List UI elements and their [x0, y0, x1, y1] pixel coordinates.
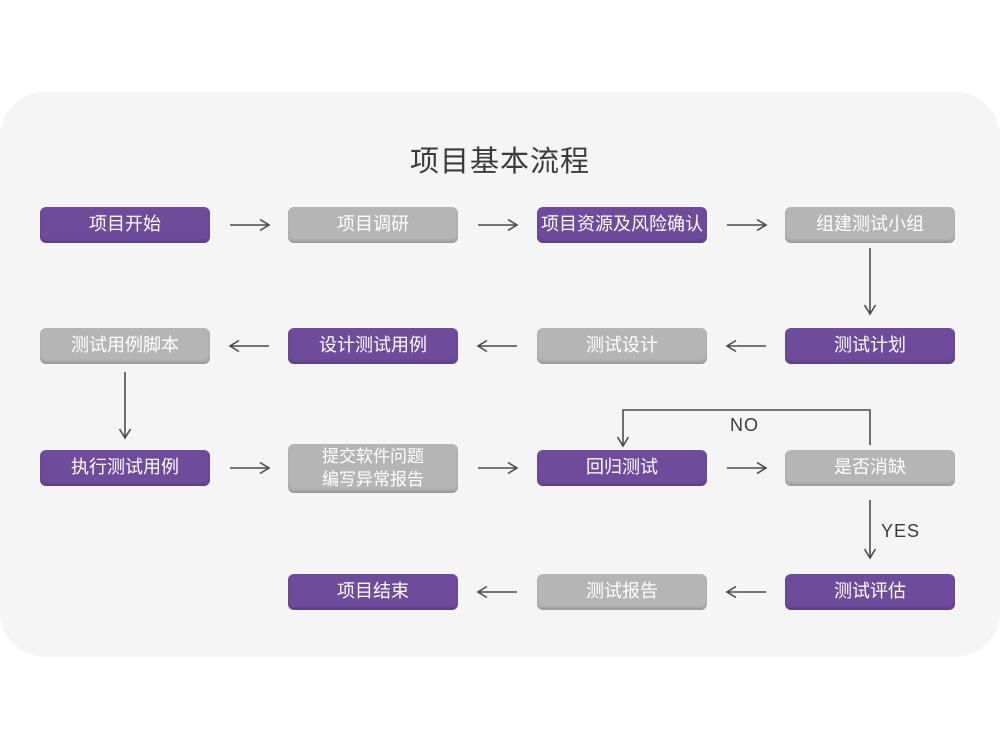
node-execute-test-cases-label: 执行测试用例 — [71, 457, 179, 478]
node-design-test-cases: 设计测试用例 — [288, 328, 458, 364]
node-design-test-cases-label: 设计测试用例 — [319, 335, 427, 356]
node-test-design-label: 测试设计 — [586, 335, 658, 356]
yes-branch-label: YES — [881, 521, 921, 541]
flowchart-card-background — [0, 92, 1000, 657]
node-test-plan-label: 测试计划 — [834, 335, 906, 356]
node-build-test-team: 组建测试小组 — [785, 207, 955, 243]
node-regression-test: 回归测试 — [537, 450, 707, 486]
node-project-end-label: 项目结束 — [337, 581, 409, 602]
node-test-evaluation: 测试评估 — [785, 574, 955, 610]
node-submit-issue-report-line1: 提交软件问题 — [322, 447, 424, 467]
node-project-start-label: 项目开始 — [89, 214, 161, 235]
node-regression-test-label: 回归测试 — [586, 457, 658, 478]
node-test-report: 测试报告 — [537, 574, 707, 610]
node-project-start: 项目开始 — [40, 207, 210, 243]
node-defect-resolved-label: 是否消缺 — [834, 457, 906, 478]
node-defect-resolved: 是否消缺 — [785, 450, 955, 486]
node-project-end: 项目结束 — [288, 574, 458, 610]
node-test-case-scripts-label: 测试用例脚本 — [71, 335, 179, 356]
node-resources-risk-label: 项目资源及风险确认 — [541, 214, 703, 235]
node-build-test-team-label: 组建测试小组 — [816, 214, 924, 235]
node-test-evaluation-label: 测试评估 — [834, 581, 906, 602]
page-title: 项目基本流程 — [409, 146, 590, 178]
node-test-design: 测试设计 — [537, 328, 707, 364]
node-test-case-scripts: 测试用例脚本 — [40, 328, 210, 364]
node-submit-issue-report-line2: 编写异常报告 — [322, 469, 424, 489]
node-resources-risk: 项目资源及风险确认 — [537, 207, 707, 243]
node-project-research-label: 项目调研 — [337, 214, 409, 235]
node-submit-issue-report: 提交软件问题 编写异常报告 — [288, 444, 458, 493]
node-project-research: 项目调研 — [288, 207, 458, 243]
node-execute-test-cases: 执行测试用例 — [40, 450, 210, 486]
node-test-report-label: 测试报告 — [586, 581, 658, 602]
no-branch-label: NO — [730, 415, 759, 435]
node-test-plan: 测试计划 — [785, 328, 955, 364]
